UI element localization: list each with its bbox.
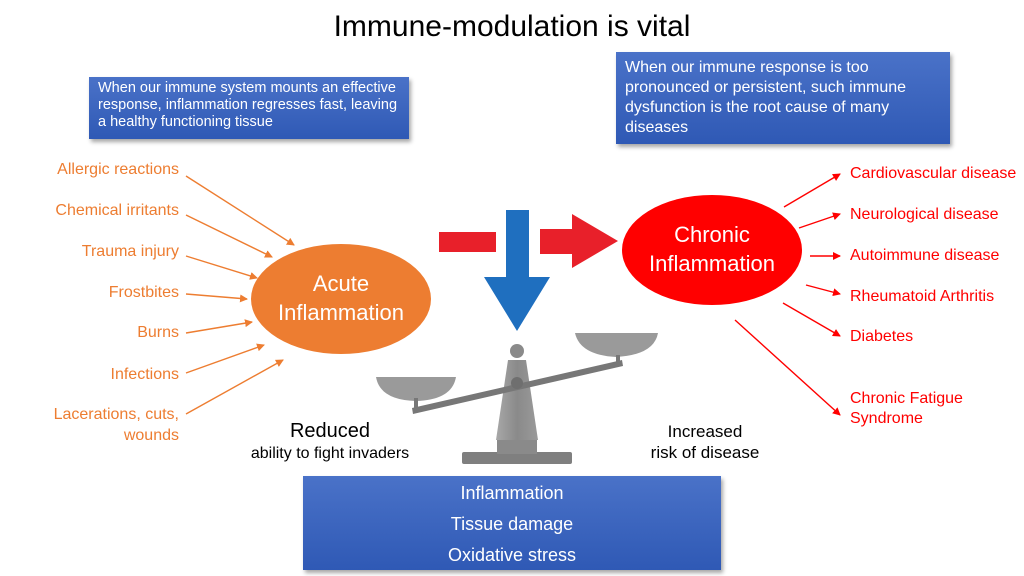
immune-dysfunction-box: When our immune response is too pronounc…	[616, 52, 950, 144]
disease-autoimmune: Autoimmune disease	[850, 247, 1000, 264]
disease-chronic-fatigue: Chronic Fatigue	[850, 390, 963, 407]
acute-inflammation-ellipse	[251, 244, 431, 354]
consequence-tissue-damage: Tissue damage	[450, 514, 574, 534]
cause-arrow	[185, 255, 258, 280]
red-right-arrow	[540, 214, 618, 268]
left-pan	[376, 377, 456, 401]
disease-neurological: Neurological disease	[850, 206, 999, 223]
disease-arrow	[805, 284, 841, 297]
disease-rheumatoid-arthritis: Rheumatoid Arthritis	[850, 288, 995, 305]
balance-scale	[376, 333, 658, 464]
disease-arrow	[798, 212, 841, 229]
red-dash	[439, 232, 496, 252]
cause-allergic-reactions: Allergic reactions	[57, 161, 179, 178]
cause-frostbites: Frostbites	[108, 284, 179, 301]
cause-infections: Infections	[110, 366, 179, 383]
cause-arrow	[185, 214, 273, 258]
cause-wounds: wounds	[123, 427, 179, 444]
cause-arrows	[185, 175, 295, 415]
chronic-inflammation-ellipse	[622, 195, 802, 305]
cause-arrow	[185, 319, 253, 334]
right-pan	[575, 333, 658, 357]
cause-arrow	[185, 343, 265, 374]
cause-lacerations: Lacerations, cuts,	[53, 406, 179, 423]
disease-diabetes: Diabetes	[850, 328, 914, 345]
cause-arrow	[185, 359, 284, 415]
cause-trauma-injury: Trauma injury	[81, 243, 179, 260]
page-title: Immune-modulation is vital	[333, 10, 691, 43]
cause-arrow	[185, 293, 248, 303]
cause-chemical-irritants: Chemical irritants	[55, 202, 179, 219]
disease-cardiovascular: Cardiovascular disease	[850, 165, 1017, 182]
effective-response-box: When our immune system mounts an effecti…	[89, 77, 409, 139]
disease-arrow	[783, 173, 841, 208]
disease-syndrome: Syndrome	[850, 410, 923, 427]
consequences-box: Inflammation Tissue damage Oxidative str…	[303, 476, 721, 570]
cause-arrow	[185, 175, 295, 246]
reduced-ability-label: Reduced ability to fight invaders	[250, 420, 410, 462]
blue-down-arrow	[484, 210, 550, 331]
disease-arrows	[734, 173, 841, 416]
scale-pillar	[496, 360, 538, 440]
disease-arrow	[734, 319, 841, 416]
disease-arrow	[782, 302, 841, 337]
increased-risk-label: Increased risk of disease	[650, 422, 760, 462]
cause-burns: Burns	[137, 324, 179, 341]
scale-base	[462, 452, 572, 464]
consequence-oxidative-stress: Oxidative stress	[447, 545, 577, 565]
consequence-inflammation: Inflammation	[460, 483, 564, 503]
